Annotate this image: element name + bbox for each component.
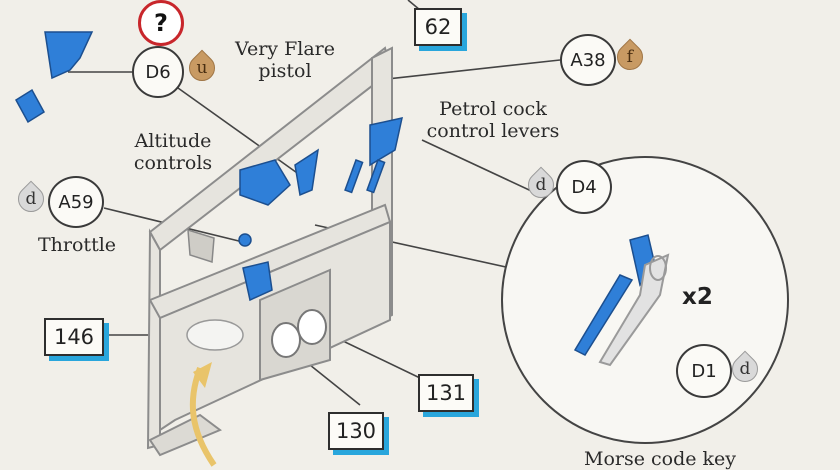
gauge-holes [271, 309, 327, 358]
detail-lever-blue [573, 274, 634, 356]
direction-arrow [189, 366, 217, 467]
petrol-cock-lever-top [369, 117, 403, 167]
petrol-cock-lever-2 [366, 159, 386, 194]
callout-D1: D1 [676, 344, 732, 398]
throttle-knob [238, 233, 252, 247]
part-box-130: 130 [328, 412, 384, 450]
part-box-62: 62 [414, 8, 462, 46]
label-altitude-controls: Altitude controls [133, 130, 213, 174]
help-warning-icon: ? [138, 0, 184, 46]
label-morse-key: Morse code key [584, 448, 737, 470]
label-throttle: Throttle [38, 234, 117, 256]
arrow-head [193, 362, 212, 388]
altitude-control-part [239, 159, 291, 206]
callout-A38: A38 [560, 34, 616, 86]
part-box-131: 131 [418, 374, 474, 412]
callout-D6: D6 [132, 46, 184, 98]
panel-frame [146, 46, 393, 457]
petrol-cock-lever [344, 159, 364, 194]
label-petrol-cock: Petrol cock control levers [426, 98, 560, 142]
small-plate [187, 228, 215, 263]
detail-lever-grey [598, 253, 670, 367]
very-pistol-fitted [294, 148, 319, 197]
part-box-146: 146 [44, 318, 104, 356]
flare-pistol-part [44, 31, 94, 80]
flare-pistol-grip [15, 88, 45, 124]
callout-A59: A59 [48, 176, 104, 228]
quantity-multiplier: x2 [682, 284, 713, 310]
blue-parts [15, 31, 403, 302]
throttle-part [242, 261, 273, 302]
label-flare-pistol: Very Flare pistol [235, 38, 335, 82]
control-knob [186, 319, 244, 351]
callout-D4: D4 [556, 160, 612, 214]
